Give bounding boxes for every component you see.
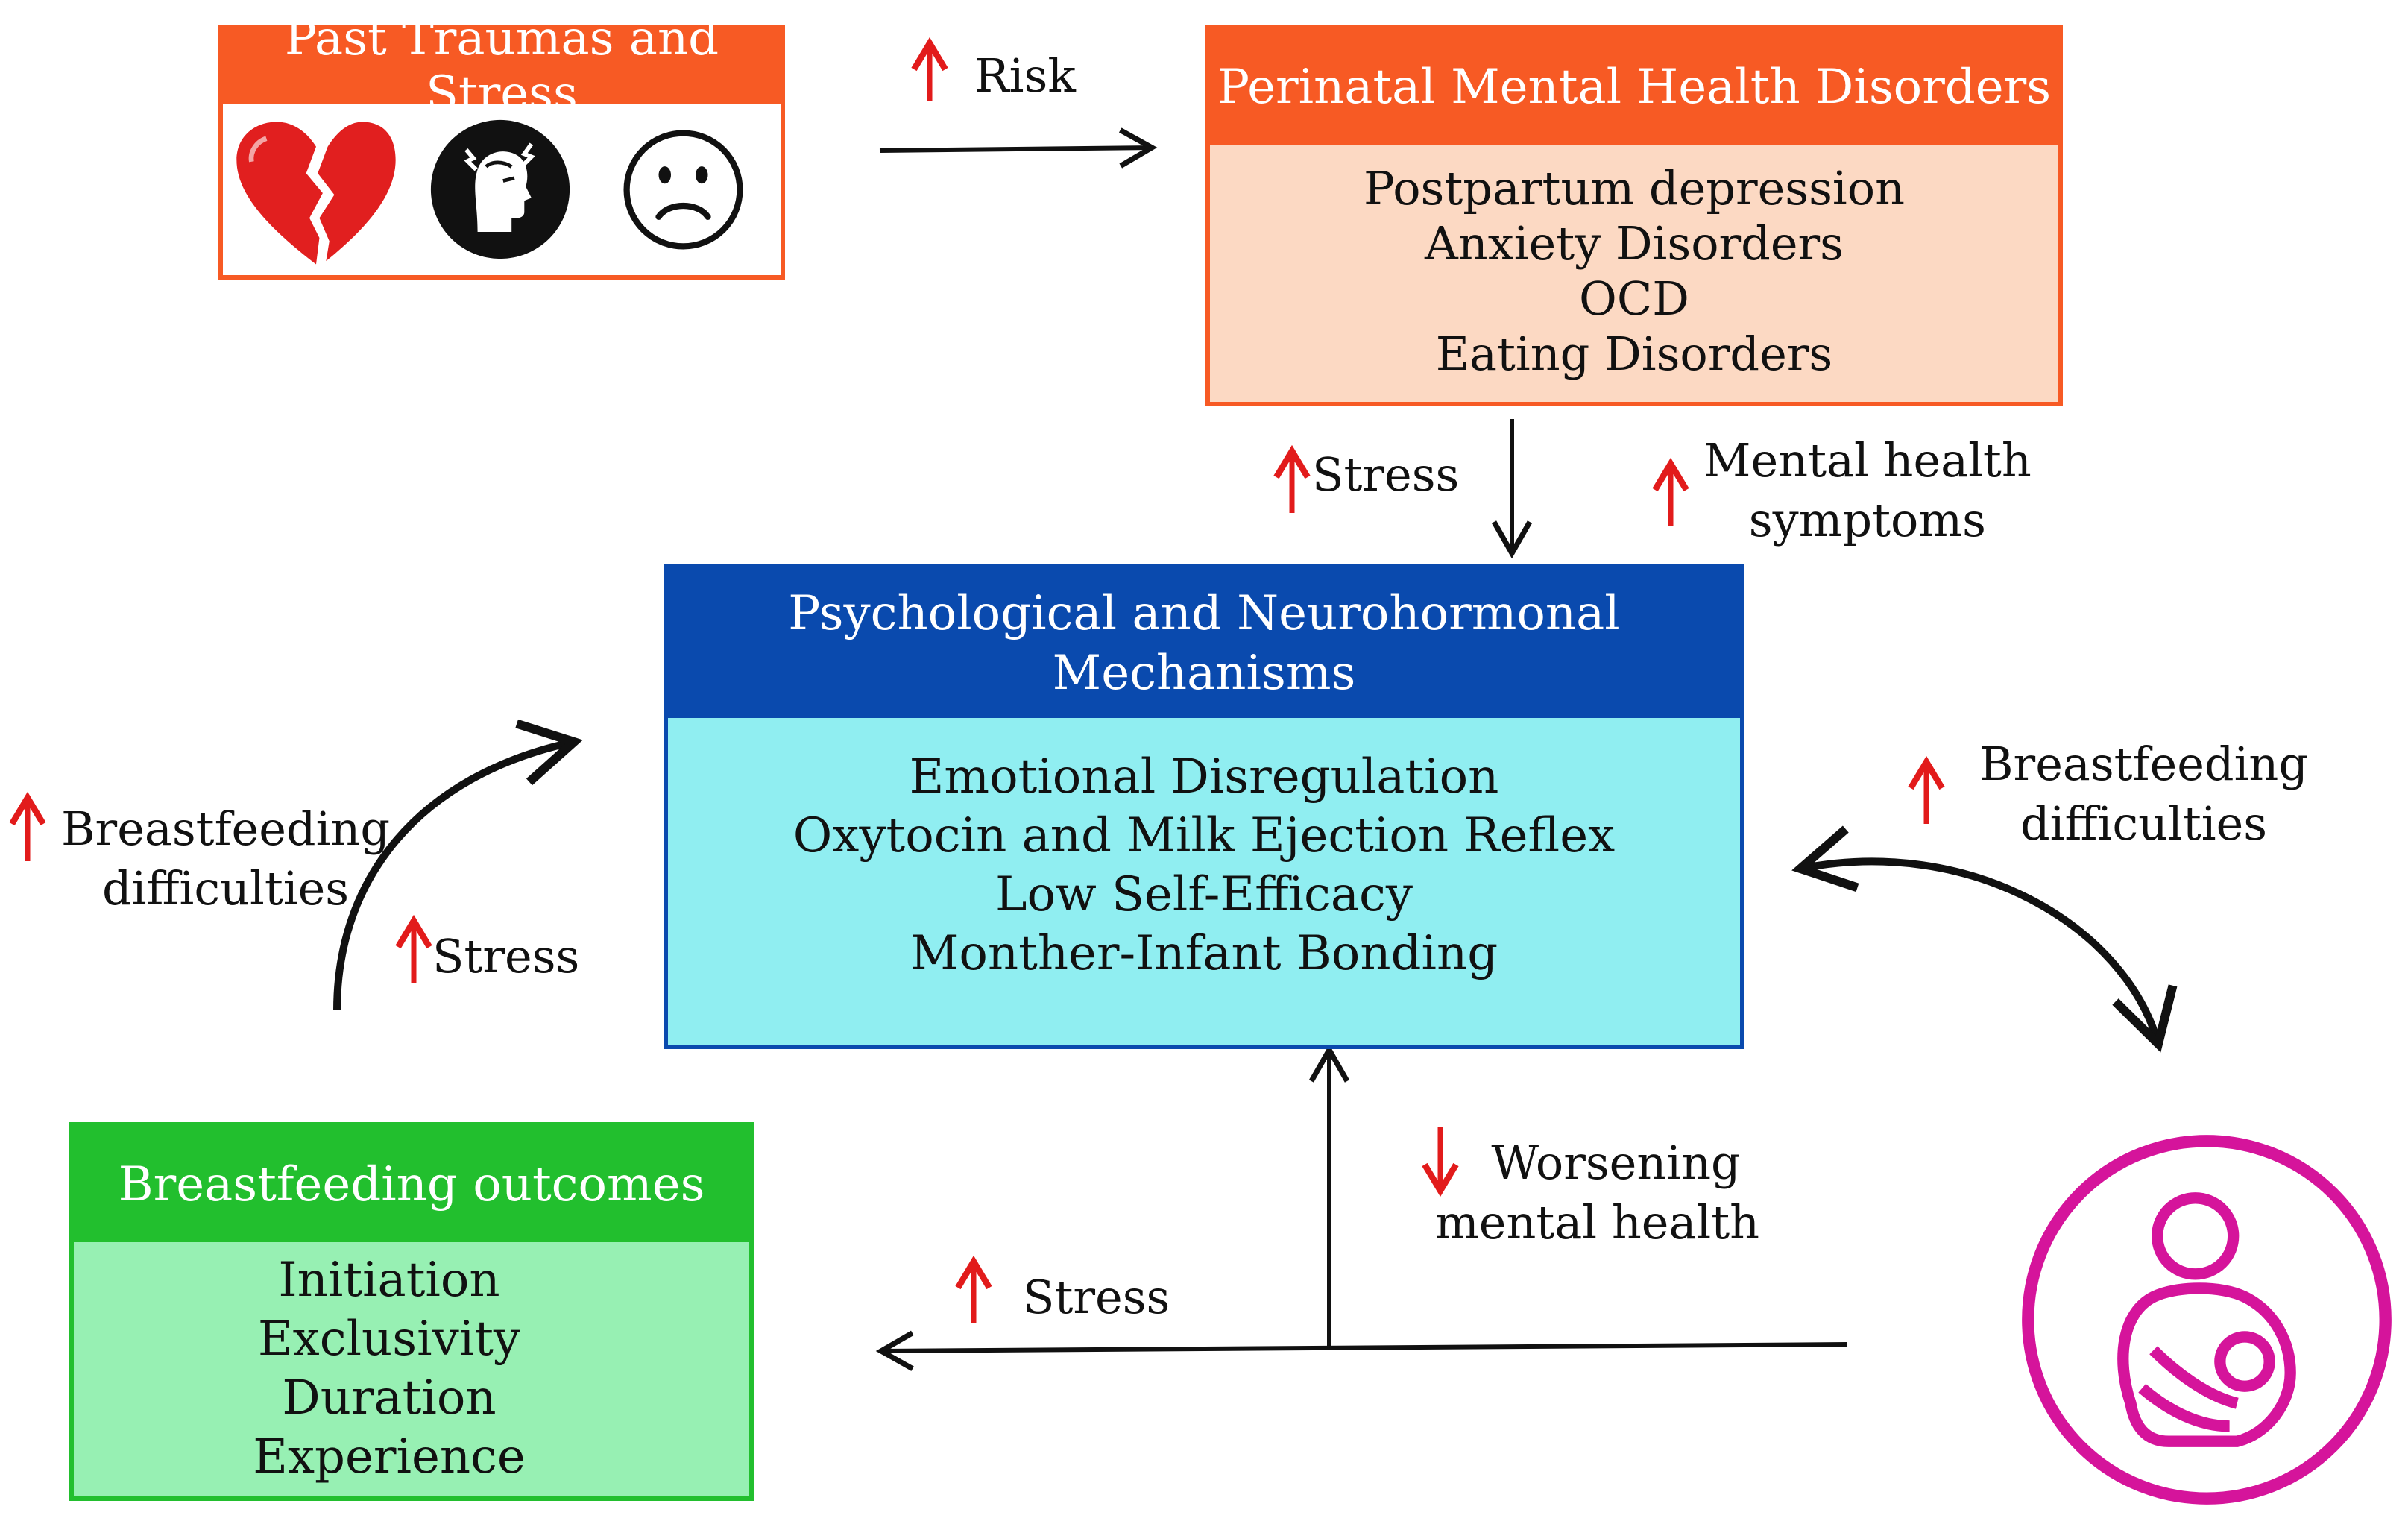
- stress-top-label: Stress: [1312, 447, 1460, 502]
- trauma-box: Past Traumas and Stress: [218, 11, 785, 280]
- mechanisms-box: Psychological and Neurohormonal Mechanis…: [664, 564, 1744, 1049]
- right-curved-double-arrow: [1791, 825, 2178, 1053]
- left-difficulties-label: Breastfeeding difficulties: [61, 799, 390, 919]
- breastfeeding-mother-icon: [2022, 1135, 2392, 1505]
- mechanisms-item: Monther-Infant Bonding: [910, 926, 1498, 981]
- broken-heart-icon: [236, 122, 396, 265]
- mechanisms-title-line: Psychological and Neurohormonal: [788, 586, 1620, 641]
- outcomes-item: Duration: [282, 1370, 497, 1426]
- worsening-label: Worsening mental health: [1435, 1133, 1759, 1253]
- outcomes-item: Exclusivity: [257, 1312, 521, 1367]
- bottom-line-arrow: [875, 1330, 1848, 1371]
- left-difficulties-line: Breastfeeding: [61, 802, 391, 856]
- trauma-box-title: Past Traumas and Stress: [223, 11, 781, 122]
- left-curved-arrow: [333, 719, 583, 1011]
- mechanisms-items: Emotional Disregulation Oxytocin and Mil…: [668, 718, 1740, 1016]
- right-difficulties-line: Breastfeeding: [1979, 737, 2309, 791]
- mechanisms-box-title: Psychological and Neurohormonal Mechanis…: [668, 569, 1740, 718]
- outcomes-items: Initiation Exclusivity Duration Experien…: [74, 1242, 749, 1496]
- bottom-stress-label: Stress: [1023, 1270, 1170, 1324]
- outcomes-item: Initiation: [278, 1253, 500, 1308]
- mental-symptoms-line: Mental health: [1703, 433, 2032, 488]
- sad-face-icon: [623, 130, 743, 250]
- pmhd-box: Perinatal Mental Health Disorders Postpa…: [1205, 25, 2063, 406]
- right-difficulties-label: Breastfeeding difficulties: [1979, 734, 2308, 854]
- pmhd-item: Postpartum depression: [1363, 161, 1906, 215]
- risk-arrow: [879, 127, 1158, 169]
- headache-head-icon: [430, 119, 570, 259]
- mechanisms-item: Low Self-Efficacy: [995, 867, 1413, 922]
- pmhd-items: Postpartum depression Anxiety Disorders …: [1210, 145, 2058, 398]
- worsening-line: Worsening: [1491, 1136, 1741, 1190]
- mechanisms-title-line: Mechanisms: [1052, 646, 1356, 701]
- left-difficulties-line: difficulties: [101, 861, 350, 916]
- risk-label: Risk: [974, 48, 1076, 103]
- mental-symptoms-label: Mental health symptoms: [1703, 431, 2032, 550]
- mechanisms-item: Oxytocin and Milk Ejection Reflex: [792, 808, 1616, 863]
- pmhd-item: Anxiety Disorders: [1425, 216, 1844, 271]
- worsening-line: mental health: [1435, 1195, 1760, 1250]
- left-stress-label: Stress: [432, 929, 580, 983]
- mental-symptoms-line: symptoms: [1748, 493, 1986, 547]
- right-difficulties-line: difficulties: [2020, 796, 2268, 851]
- pmhd-item: OCD: [1579, 271, 1689, 326]
- outcomes-box-title: Breastfeeding outcomes: [74, 1127, 749, 1242]
- pmhd-item: Eating Disorders: [1435, 327, 1833, 381]
- mechanisms-item: Emotional Disregulation: [909, 749, 1499, 805]
- outcomes-box: Breastfeeding outcomes Initiation Exclus…: [69, 1122, 754, 1501]
- pmhd-box-title: Perinatal Mental Health Disorders: [1210, 29, 2058, 145]
- outcomes-item: Experience: [253, 1429, 526, 1485]
